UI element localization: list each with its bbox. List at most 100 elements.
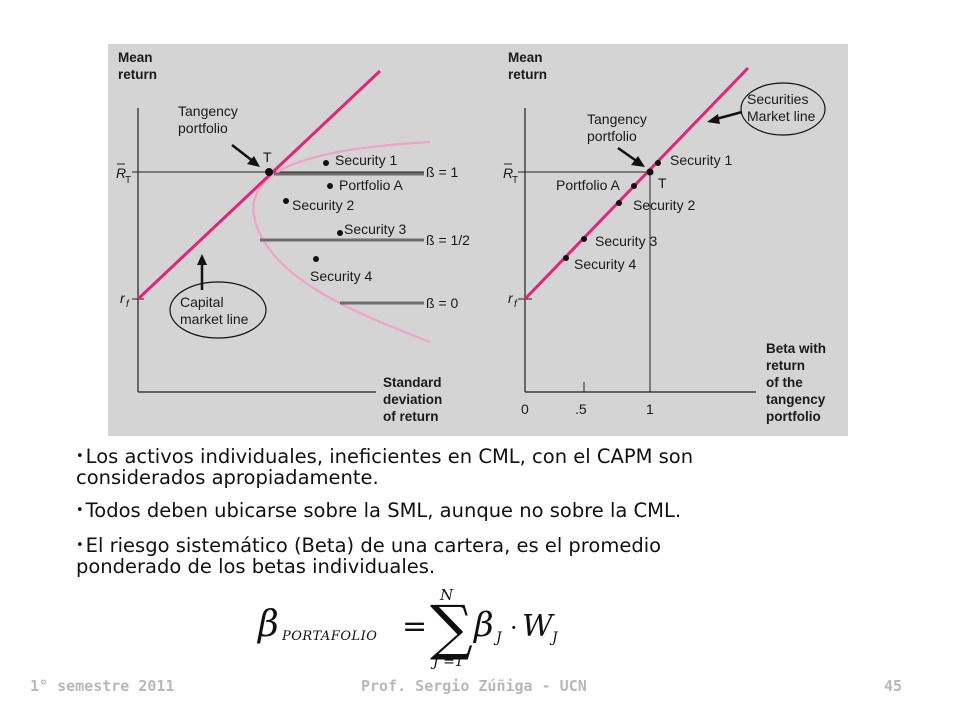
capm-diagram: Mean return Tangency portfolio T R T r f… [116, 50, 826, 424]
right-x-title-2: return [766, 358, 805, 373]
bullet-dot: • [76, 503, 84, 518]
slide-footer: 1° semestre 2011 Prof. Sergio Zúñiga - U… [0, 677, 960, 699]
formula-svg: β PORTAFOLIO = N ∑ J =1 β J · W J [256, 586, 559, 670]
right-rf-sub: f [514, 299, 518, 310]
sml-label-2: Market line [747, 108, 816, 124]
right-tangency-point [646, 168, 654, 176]
bullet-3: •El riesgo sistemático (Beta) de una car… [76, 535, 661, 577]
left-security-4-point [313, 256, 319, 262]
capm-figure: Mean return Tangency portfolio T R T r f… [108, 44, 848, 436]
right-tangency-arrow [617, 146, 639, 164]
right-rf-label: r [508, 290, 514, 306]
security-market-line [523, 66, 750, 301]
left-security-4-label: Security 4 [310, 268, 372, 284]
left-security-3-label: Security 3 [344, 221, 406, 237]
left-x-title-2: deviation [383, 392, 442, 407]
formula-w: W [522, 609, 555, 644]
sml-label-1: Securities [747, 91, 808, 107]
left-security-2-label: Security 2 [292, 197, 354, 213]
left-t-label: T [263, 149, 272, 165]
footer-semester: 1° semestre 2011 [30, 677, 175, 695]
right-tangency-arrowhead [631, 156, 645, 167]
formula-beta-j: β [472, 605, 494, 645]
formula-beta: β [256, 604, 279, 645]
right-x-tick-half: .5 [575, 401, 587, 417]
formula-beta-j-sub: J [493, 630, 503, 646]
left-chart: Mean return Tangency portfolio T R T r f… [116, 50, 470, 424]
formula-sum-icon: ∑ [430, 593, 473, 663]
right-security-1-point [655, 160, 661, 166]
left-tangency-arrow [231, 144, 255, 163]
footer-page-number: 45 [884, 677, 903, 695]
sml-label-ellipse [740, 82, 826, 136]
left-portfolio-a-point [327, 183, 333, 189]
bullet-2-line-1: Todos deben ubicarse sobre la SML, aunqu… [85, 499, 682, 522]
right-x-title-5: portfolio [766, 409, 821, 424]
bullet-1-line-1: Los activos individuales, ineficientes e… [85, 445, 694, 468]
left-rf-label: r [120, 290, 126, 306]
beta-half-label: ß = 1/2 [426, 232, 470, 248]
efficient-frontier-curve [252, 140, 431, 344]
formula-sum-upper: N [439, 586, 454, 604]
right-security-1-label: Security 1 [670, 152, 732, 168]
sml-arrow [715, 110, 743, 121]
cml-label-ellipse [169, 281, 267, 339]
left-tangency-label-1: Tangency [178, 103, 238, 119]
sml-arrowhead [707, 114, 720, 124]
left-x-title-1: Standard [383, 375, 442, 390]
left-security-2-point [283, 198, 289, 204]
right-security-2-point [616, 200, 622, 206]
bullet-3-line-1: El riesgo sistemático (Beta) de una cart… [85, 534, 662, 557]
right-security-3-label: Security 3 [595, 233, 657, 249]
right-x-tick-1: 1 [646, 401, 654, 417]
footer-professor: Prof. Sergio Zúñiga - UCN [361, 677, 587, 695]
left-security-1-label: Security 1 [335, 152, 397, 168]
bullet-dot: • [76, 538, 84, 553]
cml-label-1: Capital [180, 294, 224, 310]
left-tangency-label-2: portfolio [178, 120, 228, 136]
left-y-title-1: Mean [118, 50, 153, 65]
left-portfolio-a-label: Portfolio A [339, 177, 403, 193]
right-security-4-label: Security 4 [574, 256, 636, 272]
bullet-dot: • [76, 449, 84, 464]
right-security-3-point [581, 236, 587, 242]
left-security-3-point [337, 230, 343, 236]
bullet-2: •Todos deben ubicarse sobre la SML, aunq… [76, 500, 681, 521]
right-x-tick-0: 0 [521, 401, 529, 417]
right-x-title-4: tangency [766, 392, 826, 407]
right-x-title-1: Beta with [766, 341, 826, 356]
right-y-title-1: Mean [508, 50, 543, 65]
right-portfolio-a-point [631, 183, 637, 189]
left-rt-sub: T [125, 175, 131, 186]
beta-portfolio-formula: β PORTAFOLIO = N ∑ J =1 β J · W J [250, 580, 580, 670]
right-chart: Mean return Tangency portfolio R T r f S… [503, 50, 826, 424]
left-rt-label: R [116, 165, 126, 181]
right-y-title-2: return [508, 67, 547, 82]
right-rt-sub: T [512, 175, 518, 186]
cml-arrowhead [197, 254, 207, 265]
right-x-title-3: of the [766, 375, 803, 390]
right-security-2-label: Security 2 [633, 197, 695, 213]
cml-label-2: market line [180, 311, 249, 327]
left-tangency-point [265, 168, 273, 176]
formula-sum-lower: J =1 [430, 654, 464, 670]
left-security-1-point [323, 160, 329, 166]
right-t-label: T [658, 175, 667, 191]
formula-dot: · [510, 614, 518, 642]
left-rf-sub: f [126, 299, 130, 310]
bullet-1: •Los activos individuales, ineficientes … [76, 446, 693, 488]
right-security-4-point [563, 255, 569, 261]
formula-w-sub: J [549, 630, 559, 646]
beta-1-label: ß = 1 [426, 164, 459, 180]
formula-lhs-sub: PORTAFOLIO [281, 629, 377, 644]
beta-0-label: ß = 0 [426, 295, 459, 311]
bullet-3-line-2: ponderado de los betas individuales. [76, 555, 436, 578]
capital-market-line [136, 69, 382, 301]
bullet-1-line-2: considerados apropiadamente. [76, 466, 379, 489]
right-portfolio-a-label: Portfolio A [556, 177, 620, 193]
right-tangency-label-2: portfolio [587, 128, 637, 144]
left-tangency-arrowhead [247, 156, 260, 167]
right-rt-label: R [503, 165, 513, 181]
right-tangency-label-1: Tangency [587, 111, 647, 127]
left-y-title-2: return [118, 67, 157, 82]
